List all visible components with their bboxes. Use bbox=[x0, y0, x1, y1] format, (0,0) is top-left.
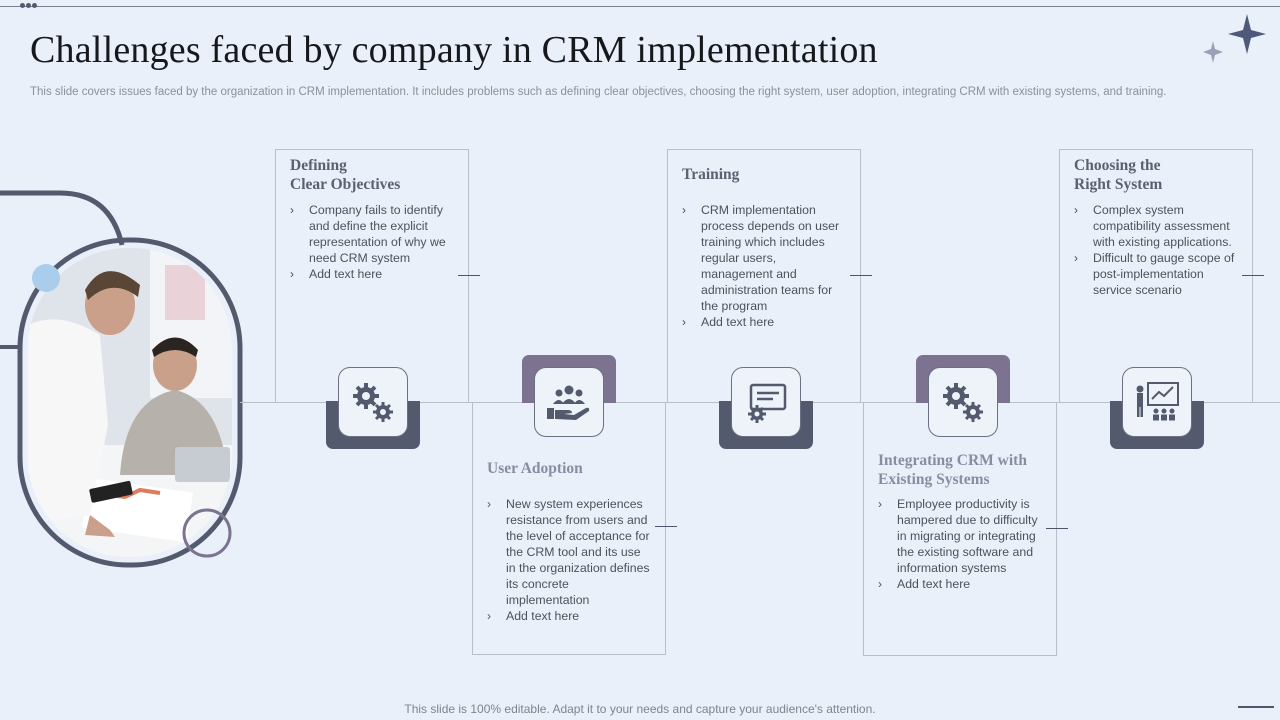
bullet: Add text here bbox=[878, 576, 1044, 592]
step-bullets: CRM implementation process depends on us… bbox=[682, 202, 848, 330]
decor-dots bbox=[20, 3, 40, 9]
office-photo bbox=[28, 248, 232, 557]
box-tick bbox=[1242, 275, 1264, 276]
gears-person-icon bbox=[353, 383, 393, 422]
box-tick bbox=[850, 275, 872, 276]
bullet: Company fails to identify and define the… bbox=[290, 202, 456, 266]
sparkle-icon bbox=[1203, 14, 1266, 63]
step-bullets: New system experiences resistance from u… bbox=[487, 496, 653, 624]
slide-subtitle: This slide covers issues faced by the or… bbox=[30, 86, 1167, 98]
presentation-icon bbox=[1136, 382, 1179, 421]
corner-rule bbox=[1238, 706, 1274, 708]
box-tick bbox=[655, 526, 677, 527]
icon-card bbox=[338, 367, 408, 437]
bullet: Add text here bbox=[290, 266, 456, 282]
icon-card bbox=[731, 367, 801, 437]
bullet: Employee productivity is hampered due to… bbox=[878, 496, 1044, 576]
bullet: Complex system compatibility assessment … bbox=[1074, 202, 1240, 250]
step-box-user-adoption: User Adoption New system experiences res… bbox=[472, 402, 677, 655]
step-title: Training bbox=[682, 166, 740, 183]
hand-people-icon bbox=[547, 385, 590, 420]
photo-frame bbox=[0, 190, 243, 568]
gears-person-icon bbox=[943, 383, 983, 422]
icon-card bbox=[534, 367, 604, 437]
box-tick bbox=[1046, 528, 1068, 529]
box-tick bbox=[458, 275, 480, 276]
monitor-gear-icon bbox=[748, 383, 787, 423]
bullet: Add text here bbox=[682, 314, 848, 330]
bullet: New system experiences resistance from u… bbox=[487, 496, 653, 608]
bullet: CRM implementation process depends on us… bbox=[682, 202, 848, 314]
bullet: Difficult to gauge scope of post-impleme… bbox=[1074, 250, 1240, 298]
bullet: Add text here bbox=[487, 608, 653, 624]
step-bullets: Complex system compatibility assessment … bbox=[1074, 202, 1240, 298]
step-bullets: Employee productivity is hampered due to… bbox=[878, 496, 1044, 592]
step-bullets: Company fails to identify and define the… bbox=[290, 202, 456, 282]
icon-card bbox=[1122, 367, 1192, 437]
icon-card bbox=[928, 367, 998, 437]
top-rule bbox=[0, 6, 1280, 7]
step-box-training: Training CRM implementation process depe… bbox=[667, 149, 872, 403]
slide-footer: This slide is 100% editable. Adapt it to… bbox=[404, 702, 876, 716]
step-title: User Adoption bbox=[487, 460, 583, 477]
slide-title: Challenges faced by company in CRM imple… bbox=[30, 29, 878, 71]
